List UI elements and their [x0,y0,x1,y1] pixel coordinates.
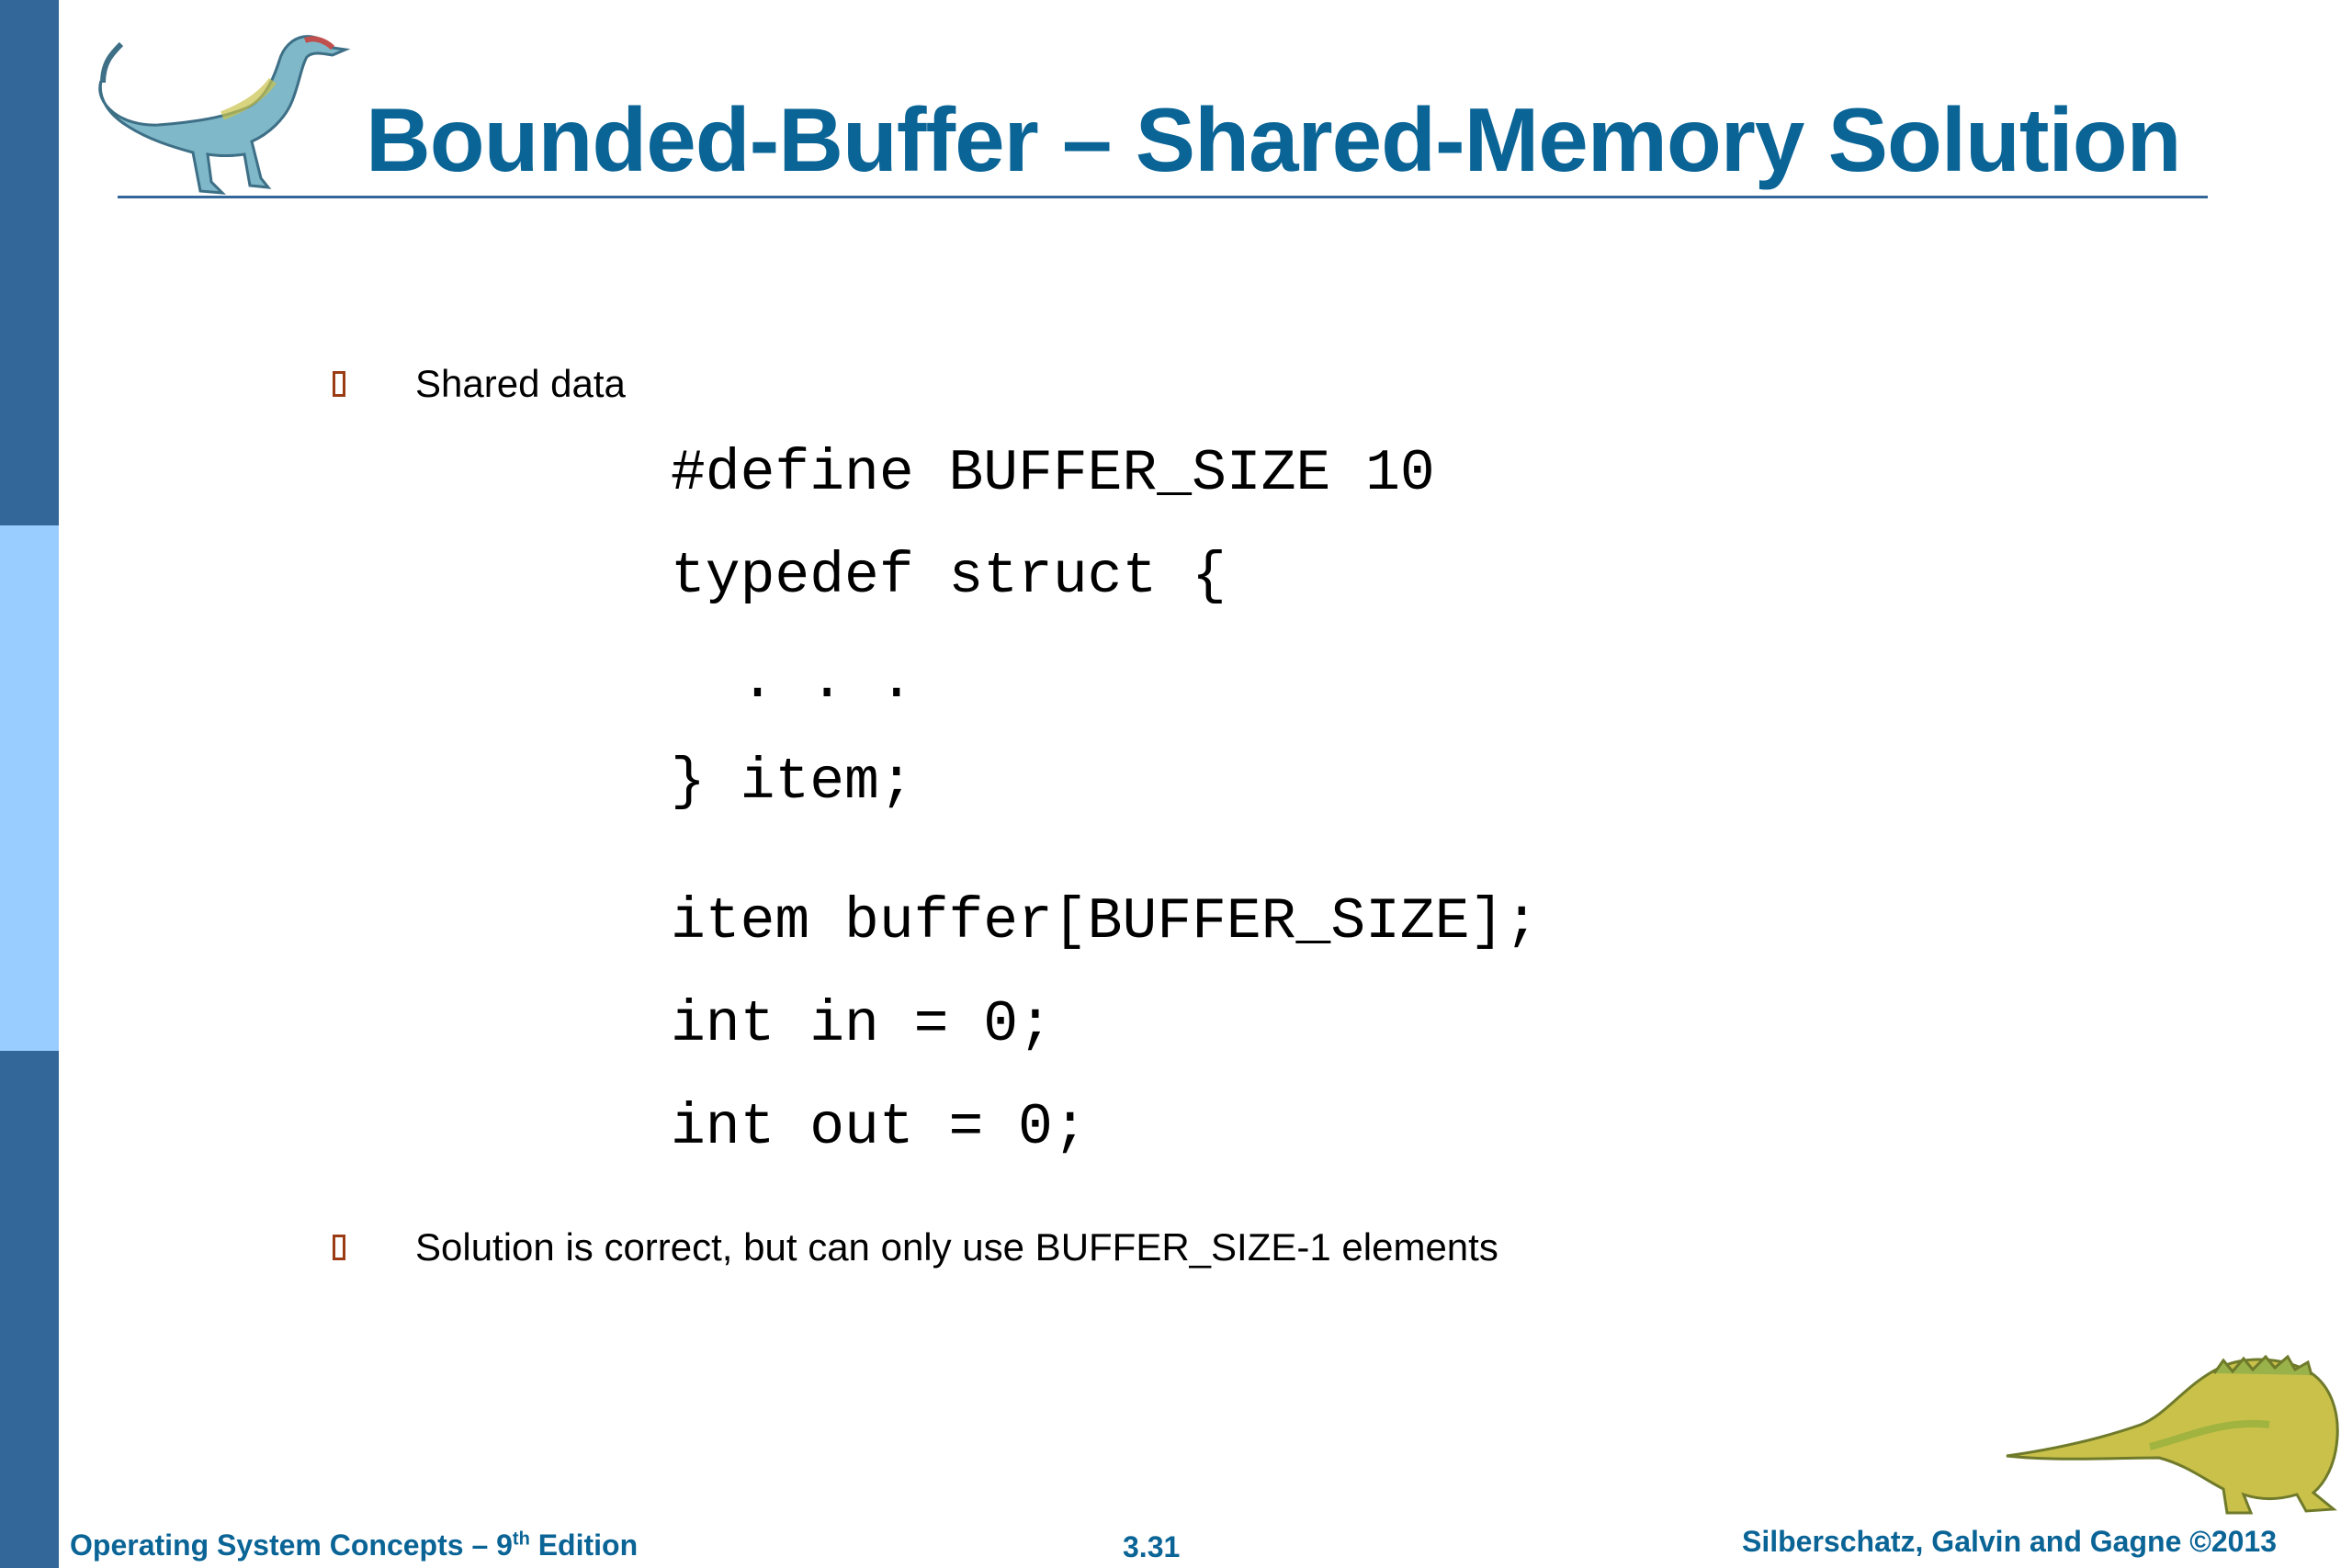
code-line-out: int out = 0; [671,1095,1088,1160]
code-line-buffer: item buffer[BUFFER_SIZE]; [671,889,1540,954]
code-line-typedef: typedef struct { [671,544,1227,609]
bullet-marker [333,1235,345,1260]
code-line-define: #define BUFFER_SIZE 10 [671,441,1435,506]
code-line-ellipsis: . . . [671,649,914,714]
sidebar-highlight [0,525,59,1051]
bullet-marker [333,371,345,397]
dinosaur-bottom-icon [2006,1354,2339,1515]
code-line-item: } item; [671,750,914,815]
slide-title: Bounded-Buffer – Shared-Memory Solution [366,89,2182,190]
code-line-in: int in = 0; [671,992,1053,1057]
bullet-shared-data: Shared data [415,362,626,405]
bullet-solution-note: Solution is correct, but can only use BU… [415,1225,1498,1269]
dinosaur-top-icon [98,35,351,195]
title-underline [118,196,2208,198]
footer-authors: Silberschatz, Galvin and Gagne ©2013 [1742,1525,2278,1558]
footer-book-title: Operating System Concepts – 9th Edition [70,1529,639,1562]
sidebar-stripe [0,0,59,1568]
footer-page-number: 3.31 [1123,1530,1181,1563]
